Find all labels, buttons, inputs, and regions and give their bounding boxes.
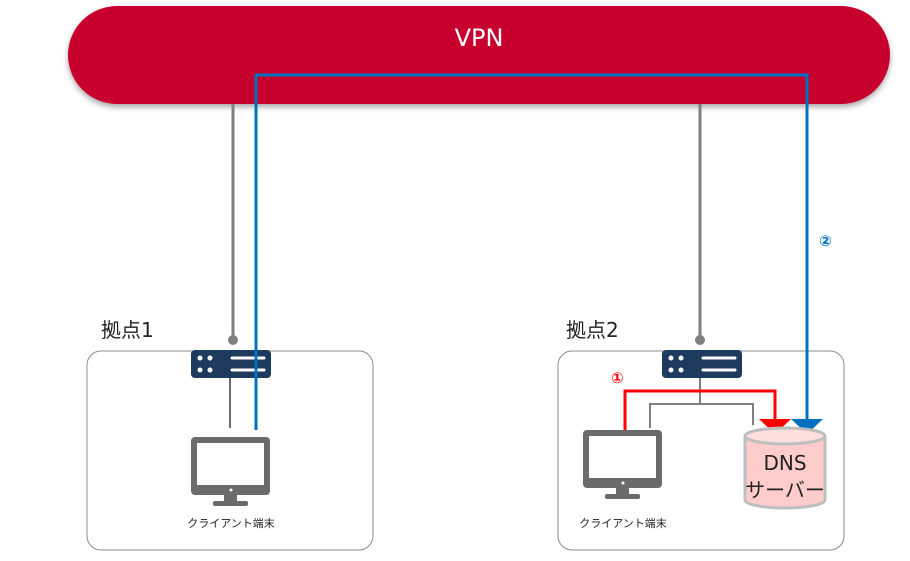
query-path-1-arrowhead xyxy=(759,419,791,434)
site-2-client-monitor xyxy=(583,430,662,499)
dns-label-line1: DNS xyxy=(763,451,806,475)
dns-label-line2: サーバー xyxy=(745,478,825,502)
vpn-network: VPN xyxy=(68,6,890,104)
vpn-label: VPN xyxy=(455,24,504,52)
site-1-router xyxy=(191,350,271,378)
site-1-uplink-node xyxy=(228,335,238,345)
router-icon xyxy=(662,350,742,378)
site-2-client-label: クライアント端末 xyxy=(579,516,667,530)
step-1-label: ① xyxy=(611,369,624,387)
query-path-2 xyxy=(254,73,809,430)
site-1-label: 拠点1 xyxy=(101,318,154,342)
site-2-router xyxy=(662,350,742,378)
site-1-client-label: クライアント端末 xyxy=(187,516,275,530)
site-2-uplink-node xyxy=(695,335,705,345)
query-path-2-arrowhead xyxy=(791,419,823,434)
query-path-1 xyxy=(623,389,777,430)
site-1-client-monitor xyxy=(191,437,270,506)
vpn-bar xyxy=(68,6,890,104)
database-icon xyxy=(743,436,827,510)
step-2-label: ② xyxy=(819,232,832,250)
dns-server: DNS サーバー xyxy=(743,426,827,510)
site-2-label: 拠点2 xyxy=(566,318,619,342)
site-2-lan-wire-dns xyxy=(700,403,754,425)
router-icon xyxy=(191,350,271,378)
